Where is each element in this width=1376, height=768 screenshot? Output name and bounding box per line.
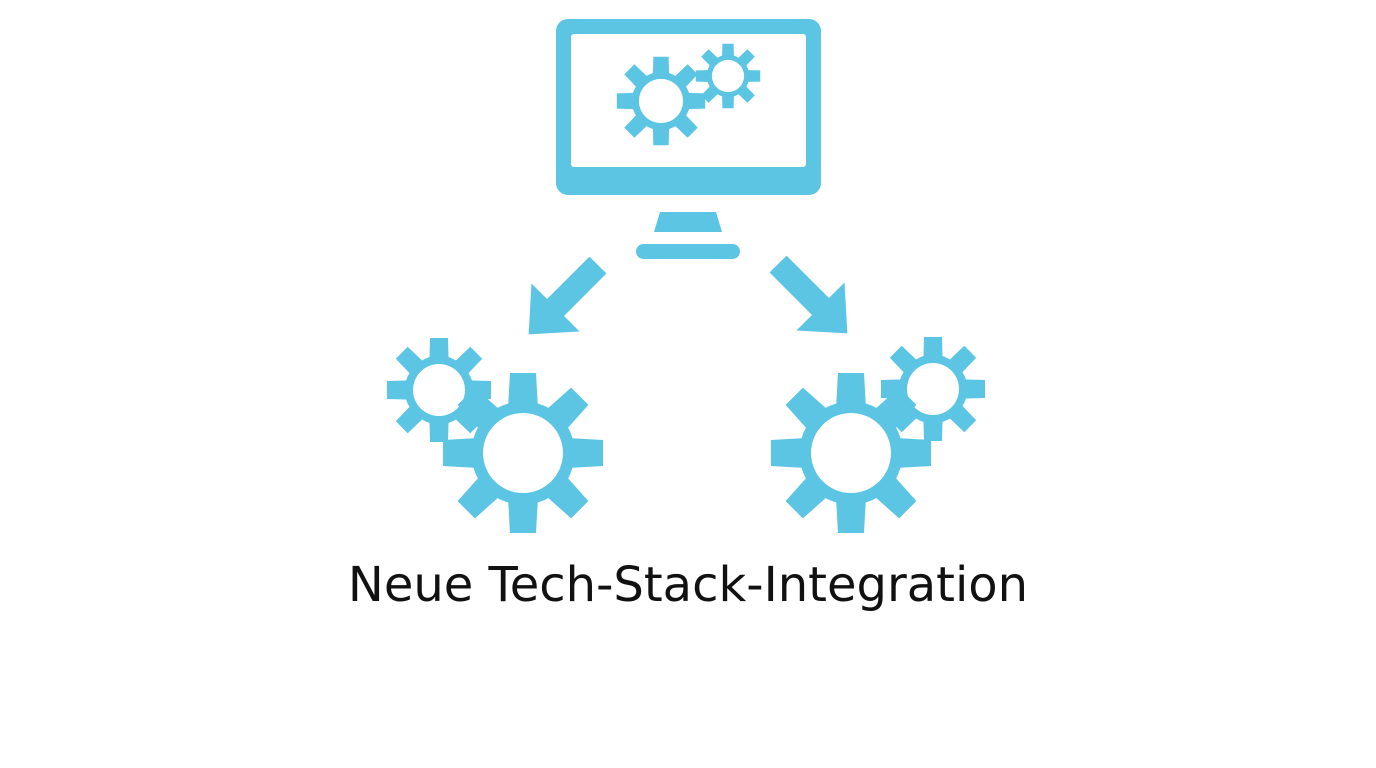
arrow-down-left-icon [528, 256, 607, 335]
gears-icon [771, 337, 985, 533]
monitor-icon [556, 19, 821, 259]
gears-icon [387, 338, 603, 533]
arrow-down-right-icon [769, 255, 848, 334]
diagram-caption: Neue Tech-Stack-Integration [347, 557, 1029, 613]
